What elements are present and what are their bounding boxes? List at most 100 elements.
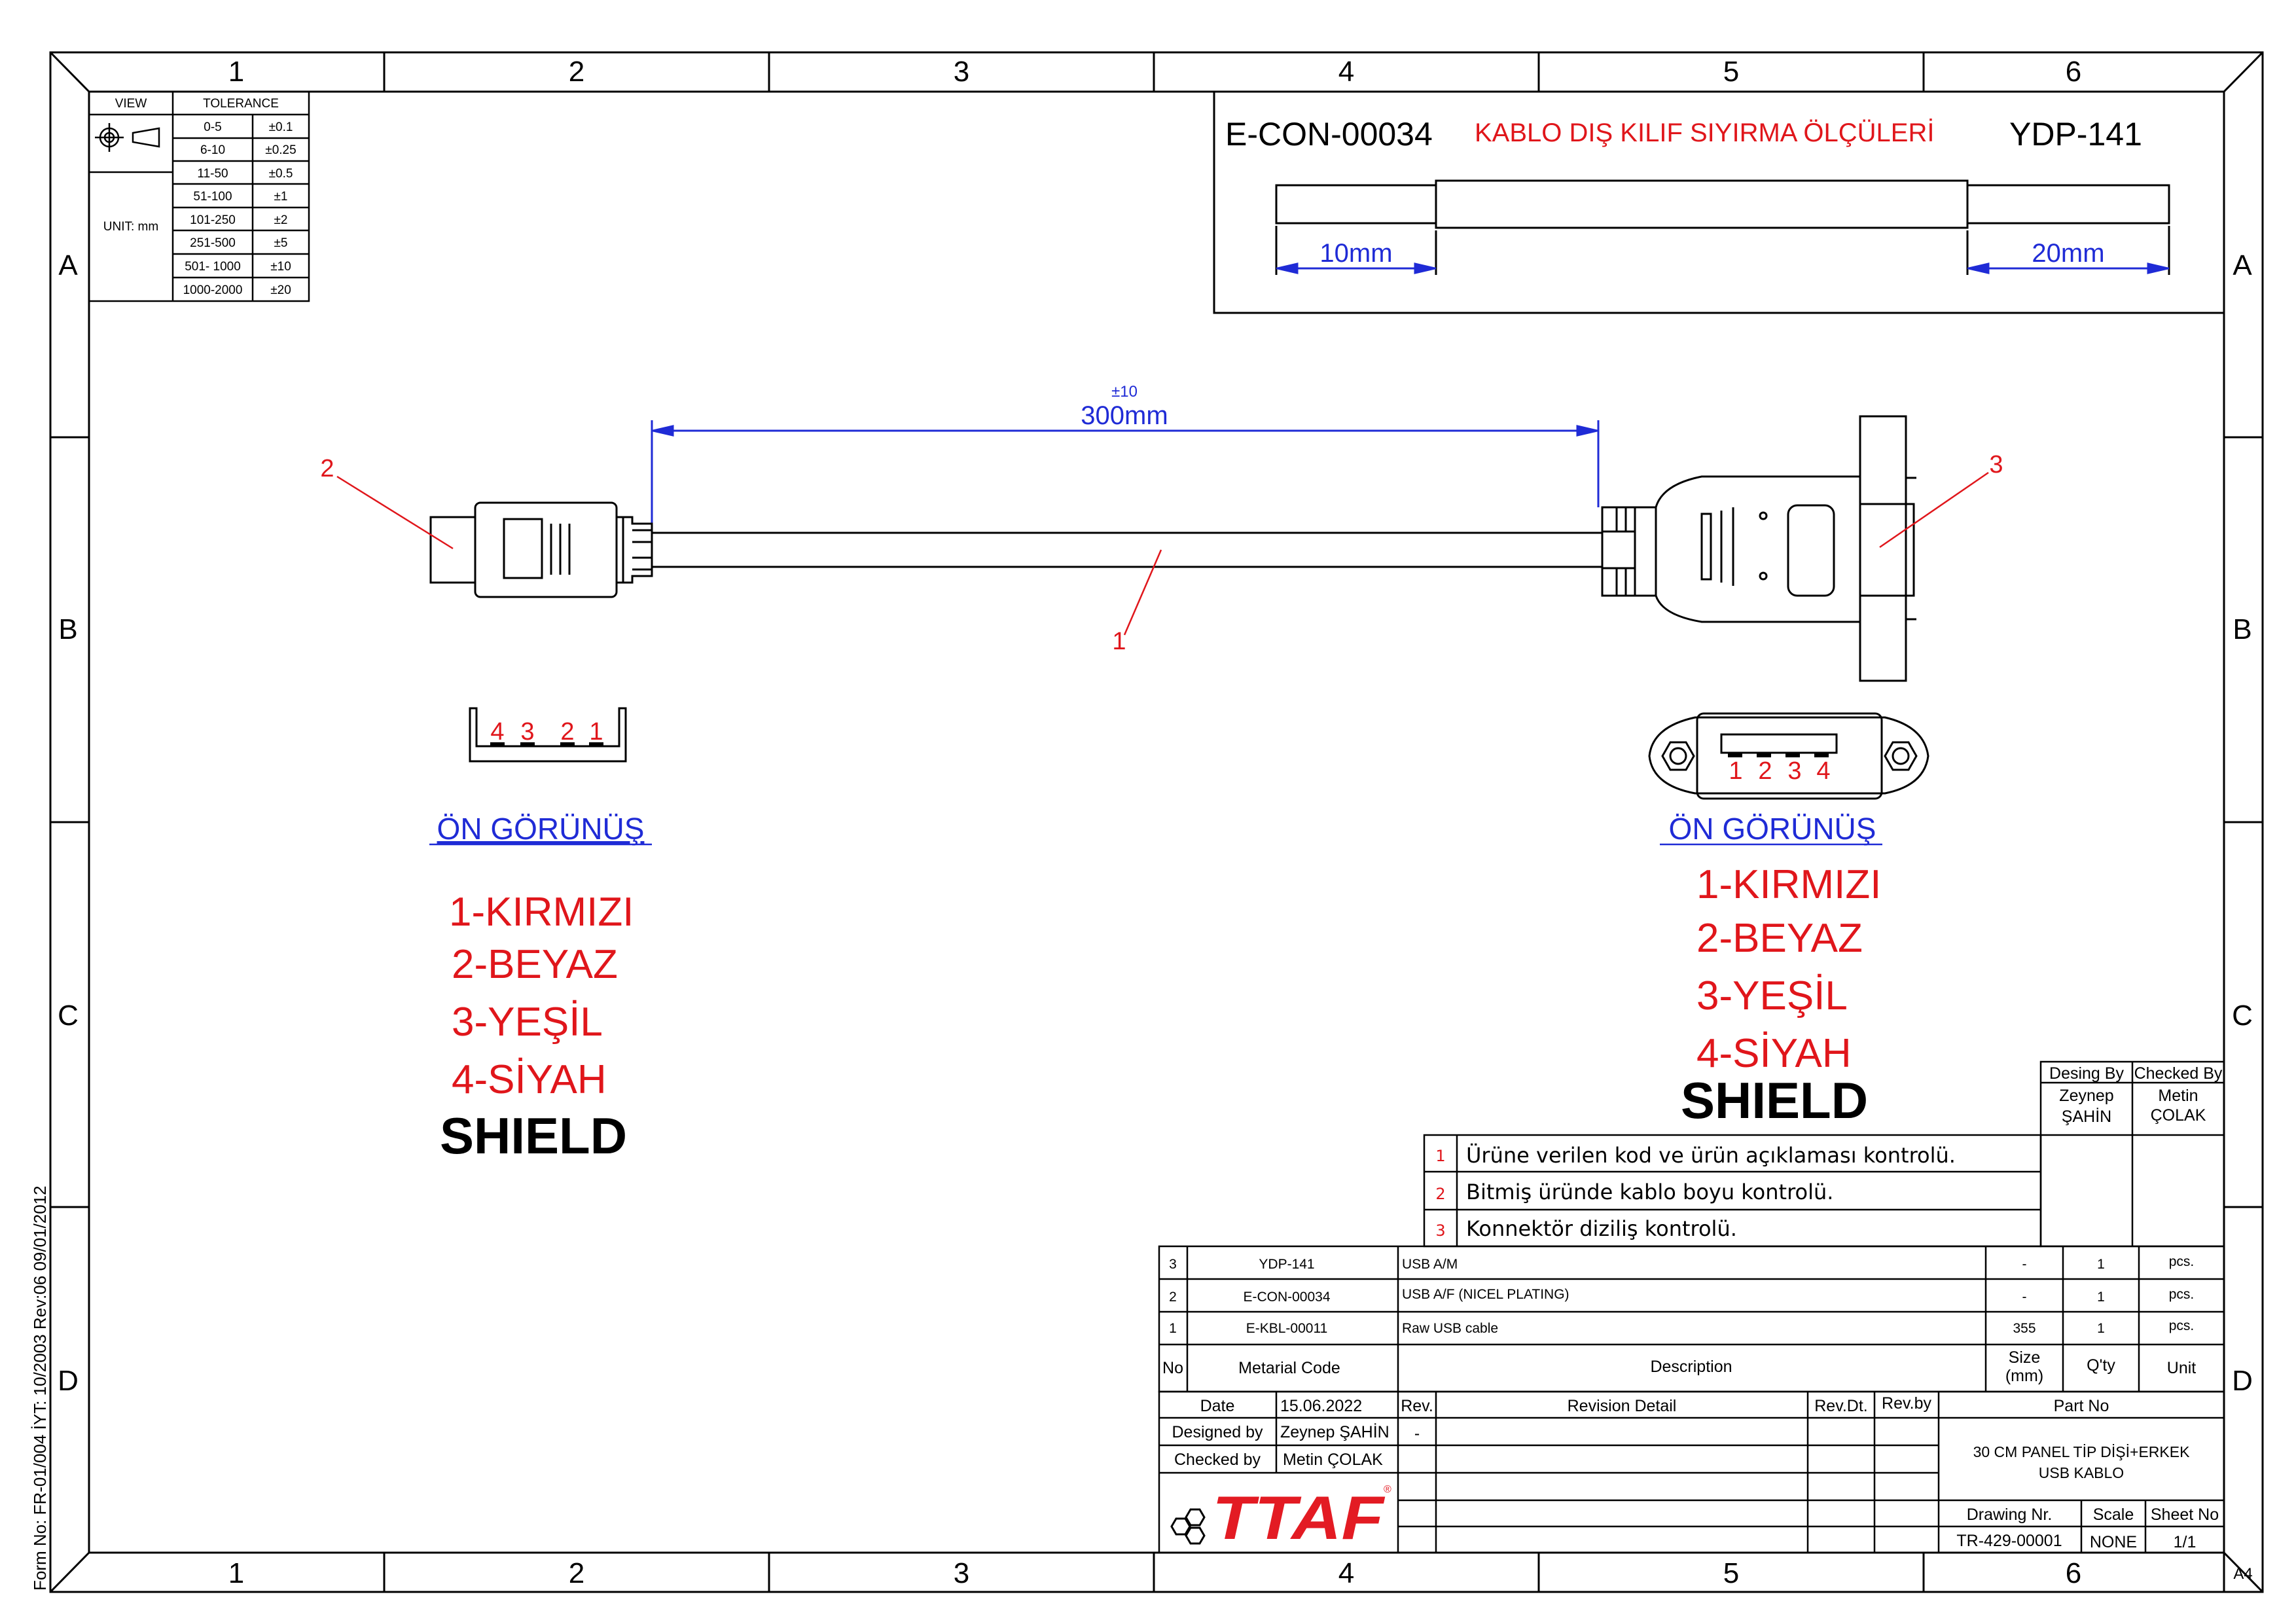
bom-size: 355: [2013, 1321, 2036, 1336]
design-by-header: Desing By: [2049, 1064, 2124, 1083]
bom-size: -: [2022, 1290, 2027, 1305]
front-view-left: 4 3 2 1 ÖN GÖRÜNÜŞ 1-KIRMIZI 2-BEYAZ 3-Y…: [429, 707, 652, 1164]
form-number: Form No: FR-01/004 İYT: 10/2003 Rev:06 0…: [30, 1185, 50, 1591]
bom-no: 3: [1169, 1257, 1177, 1272]
length-tolerance: ±10: [1111, 383, 1138, 401]
front-view-right: 1 2 3 4 ÖN GÖRÜNÜŞ 1-KIRMIZI 2-BEYAZ 3-Y…: [1648, 712, 1929, 1129]
tol-value: ±1: [274, 190, 288, 204]
bom-table: 3 YDP-141 USB A/M - 1 pcs. 2 E-CON-00034…: [1158, 1245, 2225, 1393]
tol-range: 251-500: [190, 236, 236, 250]
bom-code: E-KBL-00011: [1246, 1321, 1328, 1336]
bom-unit: pcs.: [2169, 1318, 2195, 1333]
bom-header-code: Metarial Code: [1238, 1359, 1340, 1377]
bom-code: E-CON-00034: [1243, 1290, 1330, 1305]
approval-box: Desing By Checked By Zeynep ŞAHİN Metin …: [2039, 1060, 2225, 1248]
tolerance-table: VIEW TOLERANCE UNIT: mm 0-5 ±0.1 6-10 ±0…: [88, 90, 310, 302]
col-label: 2: [569, 56, 584, 88]
wire-color-2: 2-BEYAZ: [452, 942, 618, 987]
sheet-frame: [49, 51, 2264, 1593]
bom-header-size: Size: [2009, 1348, 2041, 1367]
check-text: Ürüne verilen kod ve ürün açıklaması kon…: [1466, 1143, 1956, 1168]
row-label: C: [58, 1000, 79, 1032]
col-label: 3: [954, 1557, 969, 1589]
date-label: Date: [1200, 1397, 1235, 1415]
rev-label: Rev.: [1401, 1397, 1433, 1415]
col-label: 4: [1338, 1557, 1354, 1589]
bom-code: YDP-141: [1259, 1257, 1314, 1272]
col-label: 1: [228, 1557, 244, 1589]
view-header: VIEW: [115, 97, 147, 111]
row-label: A: [58, 249, 78, 281]
pin-label: 1: [589, 718, 603, 746]
length-dimension: [651, 420, 1600, 532]
row-label: D: [2232, 1365, 2253, 1397]
wire-color-4: 4-SİYAH: [452, 1057, 607, 1102]
checked-by-surname: ÇOLAK: [2151, 1106, 2206, 1125]
check-no: 2: [1435, 1185, 1445, 1203]
bom-no: 1: [1169, 1321, 1177, 1336]
col-label: 2: [569, 1557, 584, 1589]
sheet-size-label: A4: [2233, 1565, 2252, 1583]
bom-header-unit: Unit: [2167, 1359, 2197, 1377]
col-label: 3: [954, 56, 969, 88]
bom-qty: 1: [2097, 1290, 2105, 1305]
sheet-no-label: Sheet No: [2151, 1506, 2219, 1524]
callout-3: 3: [1989, 451, 2003, 478]
bom-header-no: No: [1162, 1359, 1183, 1377]
bom-header-size-unit: (mm): [2005, 1367, 2043, 1385]
callout-2: 2: [320, 455, 334, 482]
callout-1: 1: [1112, 628, 1126, 655]
check-text: Bitmiş üründe kablo boyu kontrolü.: [1466, 1180, 1833, 1204]
col-label: 6: [2066, 56, 2081, 88]
tol-range: 51-100: [193, 190, 232, 204]
bom-desc: USB A/F (NICEL PLATING): [1402, 1287, 1570, 1302]
wire-color-3: 3-YEŞİL: [452, 1000, 603, 1045]
bom-desc: USB A/M: [1402, 1257, 1458, 1272]
drawing-nr-value: TR-429-00001: [1956, 1532, 2062, 1550]
tol-value: ±2: [274, 213, 288, 227]
bom-header-qty: Q'ty: [2087, 1356, 2115, 1375]
bom-qty: 1: [2097, 1321, 2105, 1336]
part-description-line2: USB KABLO: [2039, 1464, 2124, 1481]
logo-wordmark: TTAF: [1212, 1483, 1386, 1552]
strip-dimension-lines: [1276, 262, 2169, 274]
bom-size: -: [2022, 1257, 2027, 1272]
pin-label: 3: [1787, 757, 1801, 785]
wire-color-3: 3-YEŞİL: [1696, 973, 1848, 1019]
designed-by-label: Designed by: [1172, 1423, 1263, 1441]
rev-value: -: [1414, 1424, 1420, 1443]
bom-unit: pcs.: [2169, 1254, 2195, 1269]
row-label: B: [2233, 613, 2251, 645]
checked-by-name: Metin: [2158, 1087, 2198, 1105]
pin-label: 1: [1729, 757, 1742, 785]
front-view-title: ÖN GÖRÜNÜŞ: [437, 812, 645, 846]
check-no: 3: [1435, 1221, 1445, 1240]
projection-icon: [95, 123, 160, 152]
pin-contacts: [490, 742, 603, 747]
col-label: 4: [1338, 56, 1354, 88]
wire-color-1: 1-KIRMIZI: [1696, 862, 1881, 907]
design-by-surname: ŞAHİN: [2062, 1107, 2111, 1126]
bom-unit: pcs.: [2169, 1287, 2195, 1302]
check-text: Konnektör diziliş kontrolü.: [1466, 1216, 1737, 1241]
wire-color-1: 1-KIRMIZI: [449, 890, 634, 935]
pin-label: 2: [560, 718, 574, 746]
col-label: 5: [1723, 1557, 1739, 1589]
strip-left-dim: 10mm: [1319, 239, 1392, 268]
tol-value: ±20: [270, 283, 291, 297]
checked-by-value: Metin ÇOLAK: [1283, 1451, 1383, 1469]
tol-range: 11-50: [197, 167, 228, 181]
shield-label: SHIELD: [440, 1107, 627, 1164]
wire-color-2: 2-BEYAZ: [1696, 916, 1863, 961]
design-by-name: Zeynep: [2059, 1087, 2113, 1105]
strip-dimension-box: E-CON-00034 KABLO DIŞ KILIF SIYIRMA ÖLÇÜ…: [1213, 92, 2224, 314]
checked-by-label: Checked by: [1174, 1451, 1261, 1469]
strip-title: KABLO DIŞ KILIF SIYIRMA ÖLÇÜLERİ: [1475, 118, 1934, 147]
pin-label: 4: [1816, 757, 1830, 785]
shield-label: SHIELD: [1681, 1072, 1868, 1129]
tol-range: 501- 1000: [185, 260, 241, 274]
row-label: C: [2232, 1000, 2253, 1032]
strip-code: E-CON-00034: [1225, 116, 1433, 153]
date-value: 15.06.2022: [1280, 1397, 1362, 1415]
tol-range: 1000-2000: [183, 283, 243, 297]
